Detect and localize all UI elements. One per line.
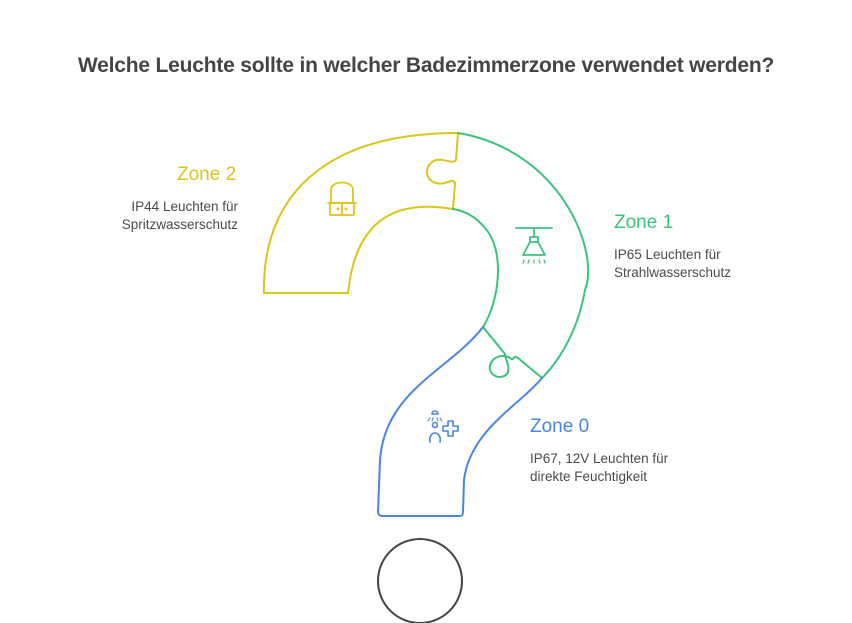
zone-2-title: Zone 2 [177,164,237,185]
zone-1-segment [452,132,590,379]
zone-2-desc-line: Spritzwasserschutz [121,217,238,232]
vanity-cabinet-icon [327,181,357,216]
zone-1-title: Zone 1 [614,212,674,233]
zone-2-desc-line: IP44 Leuchten für [131,199,238,214]
zone-2-description: IP44 Leuchten für Spritzwasserschutz [122,198,238,234]
question-mark-dot [377,538,463,623]
person-shower-medical-icon [427,410,459,443]
zone-0-segment [377,326,543,517]
zone-1-description: IP65 Leuchten für Strahlwasserschutz [614,246,731,282]
page-title: Welche Leuchte sollte in welcher Badezim… [77,54,775,77]
zone-0-desc-line: direkte Feuchtigkeit [530,469,648,484]
shower-lamp-icon [515,227,553,264]
zone-1-desc-line: Strahlwasserschutz [614,265,732,280]
zone-0-desc-line: IP67, 12V Leuchten für [530,451,669,466]
zone-2-segment [262,132,459,294]
zone-0-title: Zone 0 [530,416,590,437]
zone-1-desc-line: IP65 Leuchten für [614,247,721,262]
zone-0-description: IP67, 12V Leuchten für direkte Feuchtigk… [530,450,668,486]
